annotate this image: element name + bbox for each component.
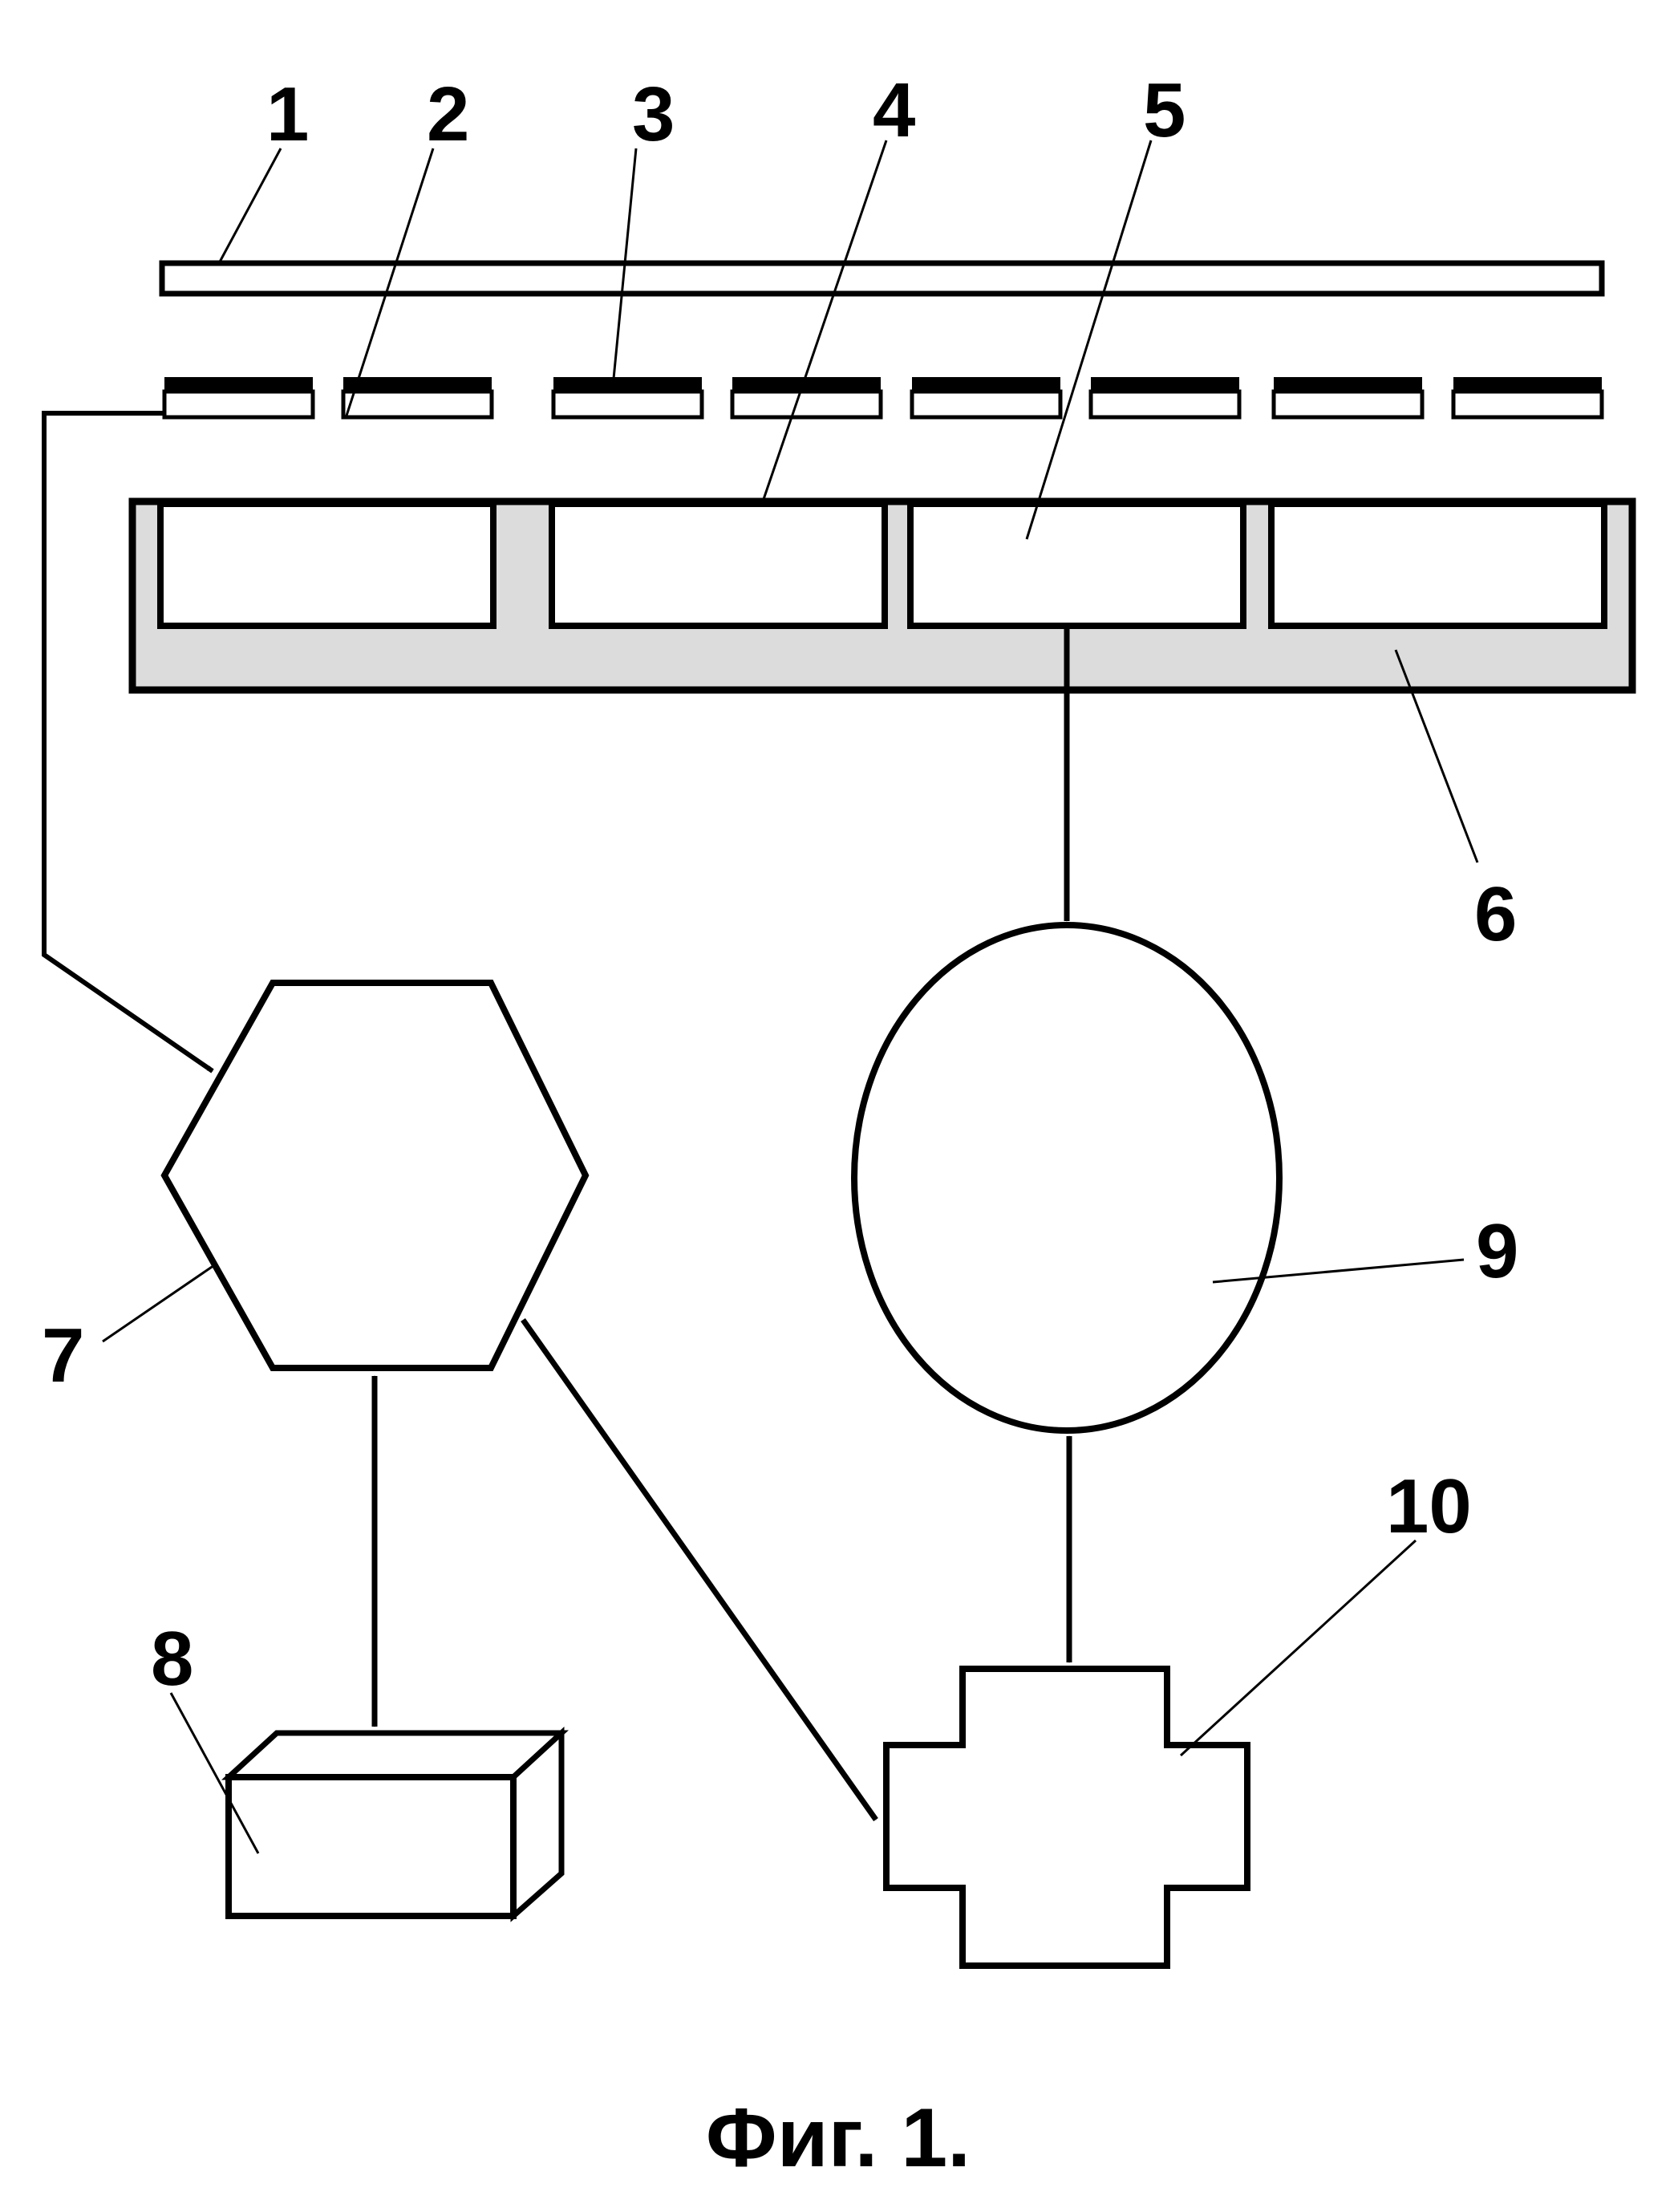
cell [910,504,1243,626]
label-3: 3 [632,71,675,157]
electrode-segment [1274,377,1422,417]
label-1: 1 [266,71,309,157]
box-block [229,1733,561,1916]
cell [160,504,493,626]
electrode-segment [553,377,702,417]
label-8: 8 [151,1616,193,1702]
hexagon-block [164,983,586,1368]
electrode-segment [343,377,492,417]
label-4: 4 [873,67,915,153]
label-10: 10 [1386,1463,1472,1549]
electrode-segment [164,377,313,417]
cell [1271,504,1604,626]
cell-row [160,504,1604,626]
electrode-segment [732,377,881,417]
label-7: 7 [42,1313,84,1398]
label-9: 9 [1476,1208,1518,1294]
ellipse-block [854,925,1279,1431]
electrode-segment [1453,377,1602,417]
label-2: 2 [427,71,469,157]
connector-hexagon-cross [523,1320,876,1820]
cell [552,504,885,626]
cross-block [886,1669,1247,1966]
top-plate [162,263,1602,294]
electrode-segment [912,377,1060,417]
figure-caption: Фиг. 1. [706,2092,971,2185]
electrode-segment [1091,377,1239,417]
label-5: 5 [1143,67,1186,153]
electrode-strip-row [164,377,1602,417]
label-6: 6 [1474,871,1517,957]
